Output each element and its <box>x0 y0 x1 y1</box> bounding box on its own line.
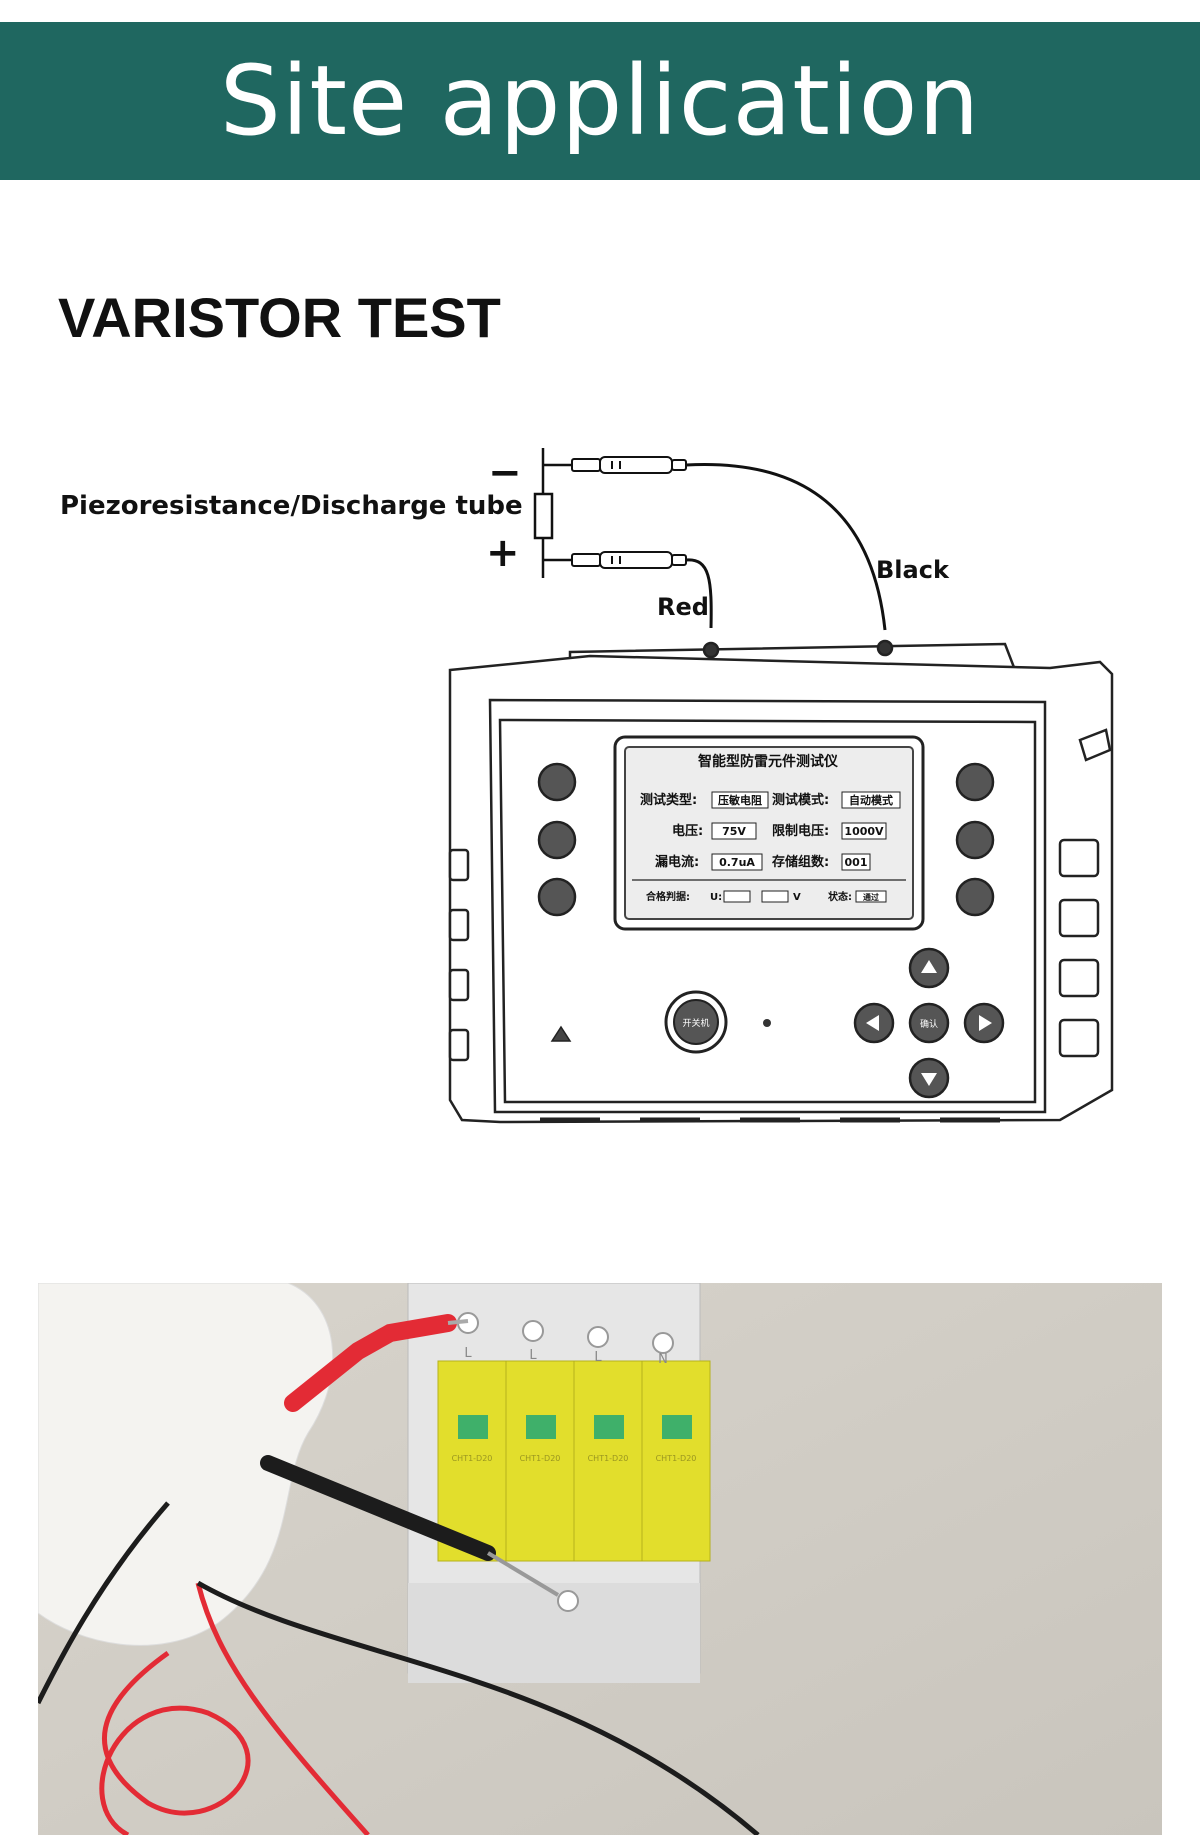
screen-row3-value: 0.7uA <box>719 856 755 869</box>
section-title: VARISTOR TEST <box>58 286 501 349</box>
black-lead <box>685 463 887 631</box>
terminal-2 <box>522 1320 544 1342</box>
surge-modules: CHT1-D20 CHT1-D20 CHT1-D20 CHT1-D20 <box>437 1360 711 1562</box>
module-3-model: CHT1-D20 <box>588 1454 629 1463</box>
ok-button-label: 确认 <box>920 1018 938 1030</box>
module-4-window <box>662 1415 692 1439</box>
module-2-window <box>526 1415 556 1439</box>
terminal-4 <box>652 1332 674 1354</box>
red-probe <box>571 551 687 569</box>
screen-row2-label: 电压: <box>672 823 703 839</box>
left-button-1[interactable] <box>537 762 577 802</box>
terminal-3 <box>587 1326 609 1348</box>
screen-row2-label2: 限制电压: <box>772 823 829 839</box>
module-2 <box>505 1360 575 1562</box>
indicator-dot <box>763 1019 771 1027</box>
warning-icon <box>550 1025 572 1042</box>
terminal-4-letter: N <box>658 1352 668 1367</box>
component-label: Piezoresistance/Discharge tube <box>60 491 523 521</box>
screen-row3-label2: 存储组数: <box>772 854 829 870</box>
screen-row1-label: 测试类型: <box>640 792 697 808</box>
arrow-up-icon <box>921 960 937 973</box>
page-title: Site application <box>219 45 981 157</box>
left-button-3[interactable] <box>537 877 577 917</box>
header-banner: Site application <box>0 22 1200 180</box>
black-label: Black <box>876 556 950 584</box>
red-probe-photo <box>99 1314 469 1835</box>
red-label: Red <box>657 593 709 621</box>
arrow-right-icon <box>979 1015 992 1031</box>
screen-status-state-label: 状态: <box>828 890 852 903</box>
power-button-label: 开关机 <box>682 1017 709 1029</box>
module-3 <box>573 1360 643 1562</box>
screen-status-state-value: 通过 <box>863 892 879 902</box>
screen-title: 智能型防雷元件测试仪 <box>697 753 839 770</box>
module-2-model: CHT1-D20 <box>520 1454 561 1463</box>
terminal-2-letter: L <box>529 1348 537 1363</box>
screen-row1-label2: 测试模式: <box>772 792 829 808</box>
power-button[interactable]: 开关机 <box>664 990 728 1054</box>
module-3-window <box>594 1415 624 1439</box>
right-button-1[interactable] <box>955 762 995 802</box>
gloved-hand <box>38 1283 334 1646</box>
plus-sign: + <box>486 530 520 576</box>
screen-row2-value2: 1000V <box>844 825 884 838</box>
right-button-3[interactable] <box>955 877 995 917</box>
ok-button[interactable] <box>908 1002 950 1044</box>
screen-row1-value2: 自动模式 <box>849 793 893 807</box>
minus-sign: − <box>488 450 522 496</box>
module-1 <box>437 1360 507 1562</box>
arrow-down-icon <box>921 1073 937 1086</box>
module-4 <box>641 1360 711 1562</box>
left-button-2[interactable] <box>537 820 577 860</box>
screen-row3-value2: 001 <box>845 856 868 869</box>
terminal-bottom <box>557 1590 579 1612</box>
screen-status-left: 合格判据: <box>645 890 690 903</box>
component-symbol <box>533 448 572 578</box>
arrow-left-icon <box>866 1015 879 1031</box>
device-screen: 智能型防雷元件测试仪 测试类型: 压敏电阻 测试模式: 自动模式 电压: 75V… <box>613 735 925 931</box>
terminal-1-letter: L <box>464 1346 472 1361</box>
screen-row2-value: 75V <box>722 825 746 838</box>
right-button-2[interactable] <box>955 820 995 860</box>
wiring-diagram: Piezoresistance/Discharge tube − + <box>0 430 1200 1170</box>
screen-row1-value: 压敏电阻 <box>718 793 762 807</box>
module-1-window <box>458 1415 488 1439</box>
screen-status-unit: V <box>793 892 801 903</box>
terminal-3-letter: L <box>594 1350 602 1365</box>
module-4-model: CHT1-D20 <box>656 1454 697 1463</box>
module-1-model: CHT1-D20 <box>452 1454 493 1463</box>
breaker-lower <box>408 1583 700 1683</box>
screen-row3-label: 漏电流: <box>655 854 699 870</box>
screen-status-u-label: U: <box>710 892 722 903</box>
black-probe-photo <box>38 1455 760 1835</box>
application-photo: CHT1-D20 CHT1-D20 CHT1-D20 CHT1-D20 L L … <box>38 1283 1162 1835</box>
black-probe <box>571 456 687 474</box>
red-lead <box>685 558 713 629</box>
